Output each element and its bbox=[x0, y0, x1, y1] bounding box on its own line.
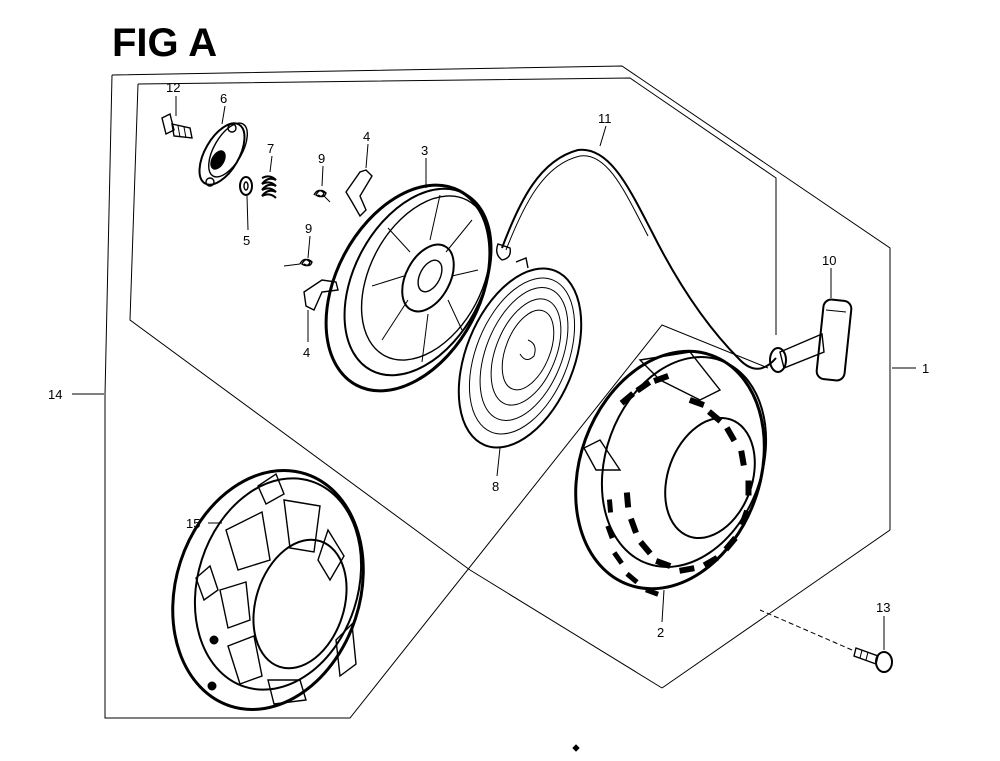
callout-13: 13 bbox=[876, 600, 890, 615]
callout-5: 5 bbox=[243, 233, 250, 248]
ratchet-guide-6 bbox=[198, 122, 248, 187]
callout-3: 3 bbox=[421, 143, 428, 158]
starter-reel-3 bbox=[324, 183, 493, 393]
callout-10: 10 bbox=[822, 253, 836, 268]
ratchet-pawl-4b bbox=[303, 279, 339, 311]
callout-labels: 12 6 7 5 9 4 3 9 4 8 11 10 1 2 13 14 15 bbox=[48, 80, 929, 640]
return-spring-9a bbox=[313, 189, 331, 203]
flange-bolt-13 bbox=[759, 609, 893, 673]
assembly-bracket-14 bbox=[104, 65, 891, 719]
callout-9-lower: 9 bbox=[305, 221, 312, 236]
page-mark bbox=[572, 744, 580, 752]
return-spring-9b bbox=[283, 258, 313, 267]
callout-9-upper: 9 bbox=[318, 151, 325, 166]
friction-spring-7 bbox=[261, 175, 277, 199]
callout-11: 11 bbox=[598, 111, 612, 126]
callout-2: 2 bbox=[657, 625, 664, 640]
figure-title: FIG A bbox=[112, 21, 217, 65]
callout-6: 6 bbox=[220, 91, 227, 106]
fan-cover-15 bbox=[171, 469, 365, 711]
starter-case-2 bbox=[574, 349, 768, 597]
starter-grip-10 bbox=[769, 298, 853, 382]
callout-15: 15 bbox=[186, 516, 200, 531]
callout-4-upper: 4 bbox=[363, 129, 370, 144]
callout-4-lower: 4 bbox=[303, 345, 310, 360]
callout-1: 1 bbox=[922, 361, 929, 376]
recoil-spring-8 bbox=[457, 257, 583, 449]
setting-bolt-12 bbox=[161, 112, 193, 139]
callout-8: 8 bbox=[492, 479, 499, 494]
callout-12: 12 bbox=[166, 80, 180, 95]
callout-14: 14 bbox=[48, 387, 62, 402]
ratchet-pawl-4a bbox=[345, 169, 373, 218]
leader-lines bbox=[72, 96, 916, 650]
starter-rope-11 bbox=[495, 148, 777, 370]
callout-7: 7 bbox=[267, 141, 274, 156]
washer-5 bbox=[239, 176, 253, 196]
assembly-bracket-1 bbox=[129, 77, 777, 689]
